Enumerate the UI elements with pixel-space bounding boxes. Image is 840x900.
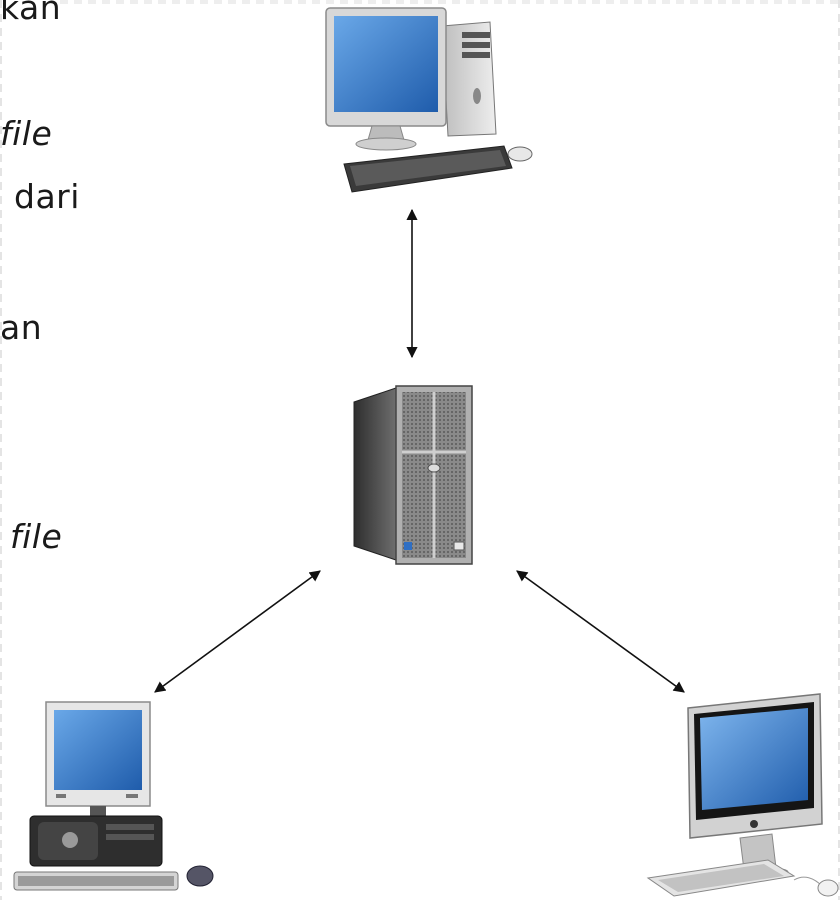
slide-frame-top-edge	[60, 0, 840, 4]
slide-frame-left-edge	[0, 0, 2, 900]
edge-server-right	[516, 570, 685, 693]
text-fragment-dari: dari	[14, 177, 80, 216]
server-node	[350, 382, 476, 566]
desktop-pc-icon	[13, 701, 214, 891]
edge-server-left	[154, 570, 321, 693]
server-tower-icon	[353, 385, 473, 565]
text-fragment-file-1: file	[0, 114, 53, 153]
client-top-node	[324, 6, 536, 196]
imac-icon	[646, 693, 839, 897]
slide-frame-right-edge	[838, 0, 840, 900]
client-right-node	[644, 692, 840, 900]
text-fragment-kan: kan	[0, 0, 62, 27]
text-fragment-file-2: file	[10, 517, 63, 556]
desktop-pc-icon	[325, 7, 533, 193]
text-fragment-an: an	[0, 308, 43, 347]
client-left-node	[8, 700, 220, 896]
